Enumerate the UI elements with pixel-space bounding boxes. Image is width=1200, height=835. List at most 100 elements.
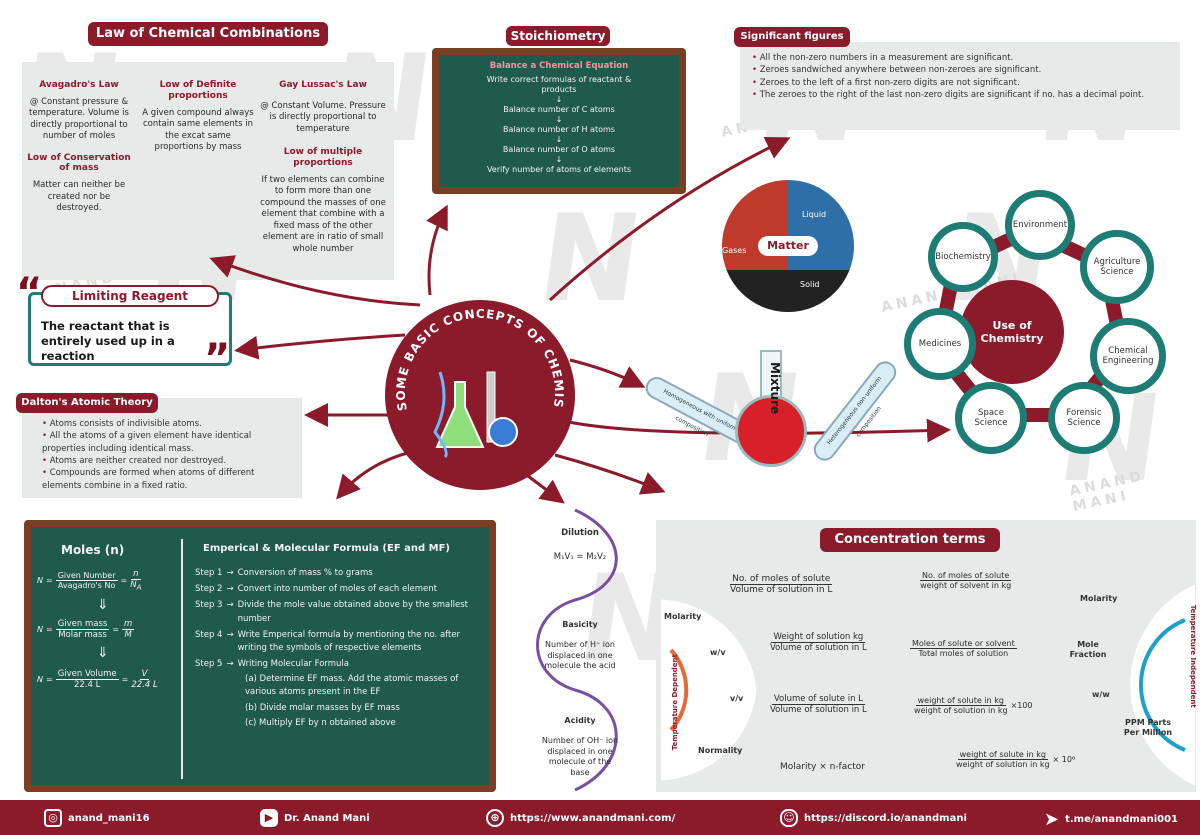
acidity-block: Acidity Number of OH⁻ ion displaced in o… xyxy=(540,716,620,778)
ww-multiplier: ×100 xyxy=(1010,701,1033,710)
use-item: Biochemistry xyxy=(928,222,998,292)
center-circle: SOME BASIC CONCEPTS OF CHEMISTRY xyxy=(385,300,575,490)
gases-label: Gases xyxy=(722,246,747,255)
stoich-step: Verify number of atoms of elements xyxy=(486,165,632,174)
dalton-item: Compounds are formed when atoms of diffe… xyxy=(42,467,292,492)
telegram-link[interactable]: ➤ t.me/anandmani001 xyxy=(1044,809,1178,830)
molarity-numerator: No. of moles of solute xyxy=(730,574,833,585)
step-label: Step 2 xyxy=(195,584,223,595)
definite-text: A given compound always contain same ele… xyxy=(142,107,254,152)
avogadro-no: Avagadro's No xyxy=(57,580,116,590)
equals-sign: = xyxy=(120,575,128,585)
normality-formula: Molarity × n-factor xyxy=(780,762,865,772)
youtube-link[interactable]: ▶ Dr. Anand Mani xyxy=(260,809,370,827)
dilution-title: Dilution xyxy=(561,528,599,538)
website-link[interactable]: ⊕ https://www.anandmani.com/ xyxy=(486,809,675,827)
moles-title: Moles (n) xyxy=(61,543,125,557)
sigfig-item: Zeroes sandwiched anywhere between non-z… xyxy=(752,64,1162,76)
equals-sign: = xyxy=(121,675,129,684)
use-item: Forensic Science xyxy=(1048,382,1120,454)
wv-denominator: Volume of solution in L xyxy=(770,643,867,653)
v-symbol: V xyxy=(139,669,150,680)
telegram-icon: ➤ xyxy=(1044,809,1060,830)
limiting-box: Limiting Reagent The reactant that is en… xyxy=(28,285,232,366)
conservation-text: Matter can neither be created nor be des… xyxy=(32,180,126,214)
dalton-item: Atoms consists of indivisible atoms. xyxy=(42,418,292,430)
right-arrow-icon: → xyxy=(226,584,234,595)
dalton-item: All the atoms of a given element have id… xyxy=(42,430,292,455)
quote-open-icon: “ xyxy=(16,270,43,316)
mole-fraction-numerator: Moles of solute or solvent xyxy=(910,639,1017,649)
use-item: Agriculture Science xyxy=(1080,230,1154,304)
n-symbol: n xyxy=(131,569,141,580)
center-title-arc: SOME BASIC CONCEPTS OF CHEMISTRY xyxy=(385,300,565,412)
ww-denominator: weight of solution in kg xyxy=(914,706,1008,715)
molar-mass: Molar mass xyxy=(58,630,107,640)
given-mass: Given mass xyxy=(55,619,110,630)
avogadro-text: @ Constant pressure & temperature. Volum… xyxy=(29,96,129,142)
substep: (c) Multiply EF by n obtained above xyxy=(245,717,396,728)
use-item: Chemical Engineering xyxy=(1090,318,1166,394)
ppm-denominator: weight of solution in kg xyxy=(956,760,1050,769)
step-text: Convert into number of moles of each ele… xyxy=(237,584,438,595)
instagram-link[interactable]: ◎ anand_mani16 xyxy=(44,809,150,827)
step-label: Step 4 xyxy=(195,629,223,640)
temp-independent-label: Temperature Independent xyxy=(1189,604,1198,708)
right-arrow-icon: → xyxy=(226,568,234,578)
concentration-title: Concentration terms xyxy=(820,528,1000,552)
wave-connector xyxy=(536,508,618,792)
multiple-text: If two elements can combine to form more… xyxy=(260,174,386,254)
stoich-subtitle: Balance a Chemical Equation xyxy=(489,61,629,71)
ww-numerator: weight of solute in kg xyxy=(915,696,1006,706)
wv-numerator: Weight of solution kg xyxy=(771,632,866,643)
vv-numerator: Volume of solute in L xyxy=(771,694,865,705)
empirical-title: Emperical & Molecular Formula (EF and MF… xyxy=(203,543,451,554)
M-symbol: M xyxy=(124,630,132,640)
step-label: Step 5 xyxy=(195,659,223,670)
youtube-icon: ▶ xyxy=(260,809,278,827)
ppm-multiplier: × 10⁶ xyxy=(1052,755,1076,764)
down-arrow-icon: ↓ xyxy=(555,135,563,144)
flask-body xyxy=(735,395,807,467)
acidity-text: Number of OH⁻ ion displaced in one molec… xyxy=(541,736,619,777)
n-symbol: N xyxy=(37,675,43,684)
dilution-formula: M₁V₁ = M₂V₂ xyxy=(553,552,607,562)
dalton-item: Atoms are neither created nor destroyed. xyxy=(42,455,292,467)
na-symbol: N xyxy=(130,580,137,590)
molality-numerator: No. of moles of solute xyxy=(920,571,1012,581)
dilution-block: Dilution M₁V₁ = M₂V₂ xyxy=(540,528,620,562)
stoichiometry-board: Balance a Chemical Equation Write correc… xyxy=(432,48,686,194)
discord-icon: ☺ xyxy=(780,809,798,827)
mole-fraction-label: Mole Fraction xyxy=(1069,640,1107,659)
stoich-step: Write correct formulas of reactant & pro… xyxy=(486,75,632,94)
down-double-arrow-icon: ⇓ xyxy=(97,645,109,661)
telegram-url: t.me/anandmani001 xyxy=(1065,814,1179,825)
law-title: Law of Chemical Combinations xyxy=(88,22,328,46)
stoich-step: Balance number of H atoms xyxy=(503,125,615,134)
lab-equipment-icon xyxy=(433,371,518,459)
discord-url: https://discord.io/anandmani xyxy=(804,812,967,824)
molarity-denominator: Volume of solution in L xyxy=(730,585,833,595)
basicity-text: Number of H⁺ ion displaced in one molecu… xyxy=(544,640,616,671)
stoichiometry-title: Stoichiometry xyxy=(506,26,610,46)
step-label: Step 1 xyxy=(195,568,223,578)
instagram-handle: anand_mani16 xyxy=(68,812,150,824)
limiting-text: The reactant that is entirely used up in… xyxy=(41,319,175,363)
left-arc xyxy=(660,599,757,781)
sigfig-list: All the non-zero numbers in a measuremen… xyxy=(752,52,1162,101)
acidity-title: Acidity xyxy=(564,716,596,725)
sigfig-item: Zeroes to the left of a first non-zero d… xyxy=(752,77,1162,89)
n-symbol: N xyxy=(37,625,43,634)
molarity-label: Molarity xyxy=(664,612,702,621)
limiting-title: Limiting Reagent xyxy=(41,285,219,307)
step-text: Writing Molecular Formula xyxy=(237,659,349,670)
ppm-label: PPM Parts Per Million xyxy=(1123,718,1173,737)
discord-link[interactable]: ☺ https://discord.io/anandmani xyxy=(780,809,967,827)
step-label: Step 3 xyxy=(195,600,223,611)
down-arrow-icon: ↓ xyxy=(555,155,563,164)
basicity-block: Basicity Number of H⁺ ion displaced in o… xyxy=(540,620,620,672)
